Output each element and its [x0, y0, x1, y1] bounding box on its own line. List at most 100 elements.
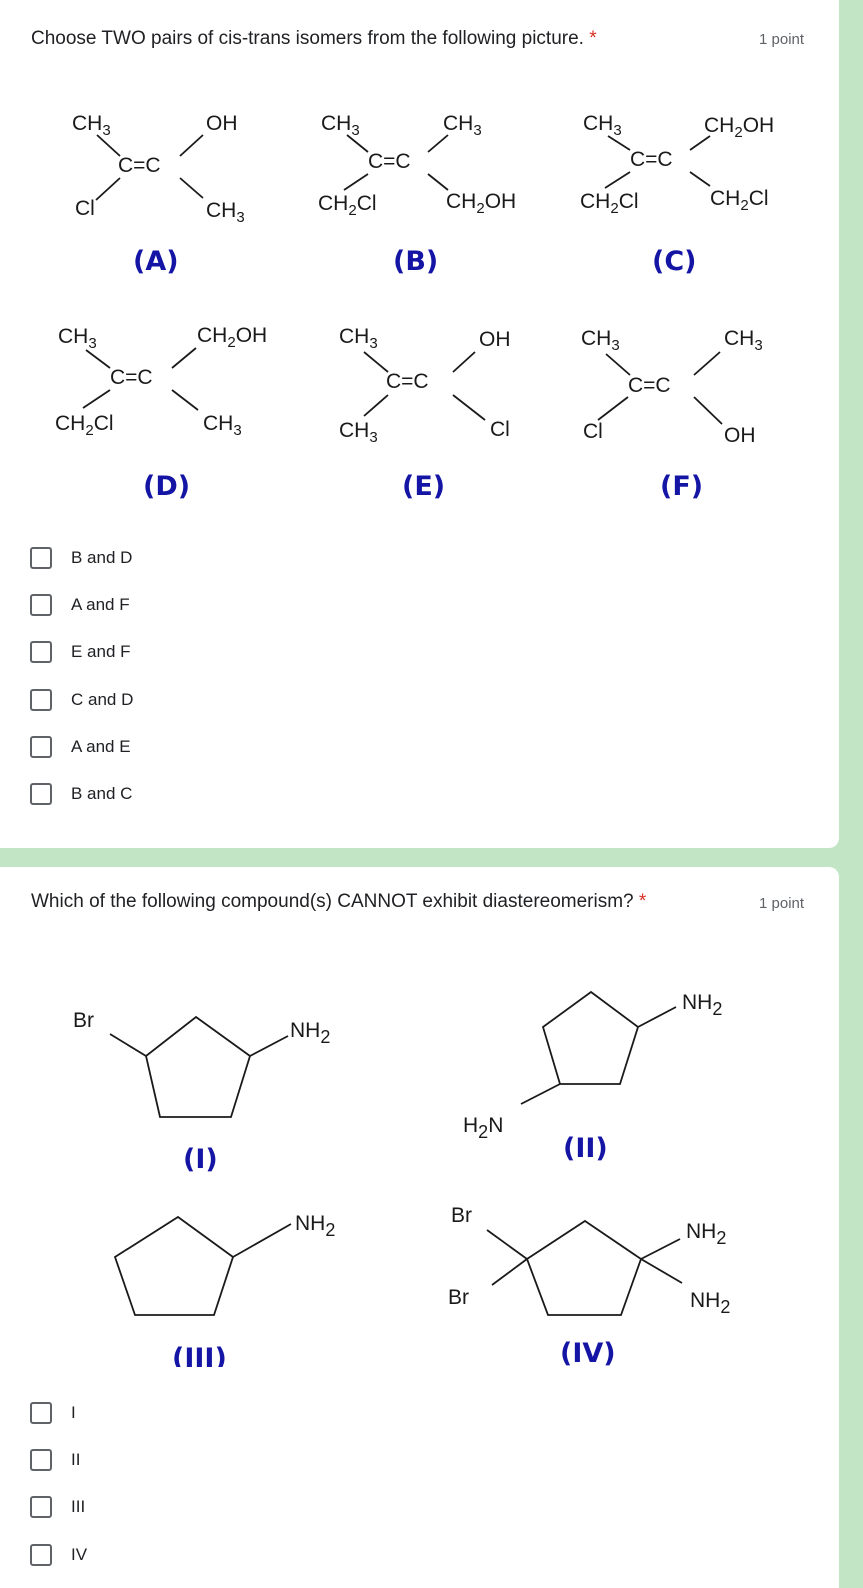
checkbox[interactable]: [30, 593, 52, 616]
svg-text:H2N: H2N: [463, 1114, 503, 1142]
required-indicator: *: [589, 28, 597, 49]
structure-d: CH3 CH2OH CH2Cl CH3 C=C (D): [55, 324, 267, 502]
structure-i: Br NH2 (I): [73, 1009, 330, 1175]
checkbox[interactable]: [30, 1543, 52, 1566]
structure-label-i: (I): [183, 1144, 218, 1175]
svg-text:Cl: Cl: [583, 420, 603, 443]
svg-text:CH2OH: CH2OH: [704, 114, 774, 141]
svg-text:Br: Br: [73, 1009, 94, 1032]
structure-e: CH3 OH CH3 Cl C=C (E): [339, 325, 511, 502]
structure-label-a: (A): [133, 246, 179, 277]
options-list-2: I II III IV: [30, 1389, 87, 1578]
points-label: 1 point: [759, 895, 805, 912]
option-iii[interactable]: III: [30, 1484, 87, 1531]
svg-text:Br: Br: [448, 1286, 469, 1309]
svg-text:NH2: NH2: [682, 991, 722, 1019]
structure-label-d: (D): [143, 471, 190, 502]
option-a-and-f[interactable]: A and F: [30, 581, 133, 628]
structure-label-iv: (IV): [560, 1338, 616, 1367]
double-bond-a: C=C: [118, 154, 161, 177]
svg-text:NH2: NH2: [295, 1212, 335, 1240]
svg-text:Br: Br: [451, 1204, 472, 1227]
svg-text:CH3: CH3: [583, 112, 622, 139]
checkbox[interactable]: [30, 546, 52, 569]
svg-text:CH3: CH3: [339, 325, 378, 352]
svg-text:CH2OH: CH2OH: [197, 324, 267, 351]
diastereomer-structures-image: Br NH2 (I) NH2 H2N (II) NH2 (III) Br: [73, 990, 730, 1367]
option-i[interactable]: I: [30, 1389, 87, 1436]
svg-text:CH2Cl: CH2Cl: [318, 192, 377, 219]
checkbox[interactable]: [30, 688, 52, 711]
option-label: III: [71, 1497, 86, 1517]
question-card-2: Which of the following compound(s) CANNO…: [0, 867, 839, 1588]
substituent-a-top-left: CH3: [72, 112, 111, 139]
svg-text:C=C: C=C: [386, 370, 429, 393]
svg-text:C=C: C=C: [110, 366, 153, 389]
svg-text:NH2: NH2: [686, 1220, 726, 1248]
option-label: A and F: [71, 594, 130, 614]
option-e-and-f[interactable]: E and F: [30, 629, 133, 676]
svg-text:CH3: CH3: [58, 325, 97, 352]
svg-text:NH2: NH2: [690, 1289, 730, 1317]
svg-text:OH: OH: [479, 328, 511, 351]
svg-text:CH2Cl: CH2Cl: [710, 187, 769, 214]
question-title: Which of the following compound(s) CANNO…: [31, 891, 647, 912]
option-label: IV: [71, 1544, 88, 1564]
option-label: B and C: [71, 784, 133, 804]
option-label: B and D: [71, 547, 133, 567]
structure-c: CH3 CH2OH CH2Cl CH2Cl C=C (C): [580, 112, 774, 277]
option-iv[interactable]: IV: [30, 1531, 87, 1578]
svg-text:CH3: CH3: [339, 419, 378, 446]
svg-text:Cl: Cl: [490, 418, 510, 441]
checkbox[interactable]: [30, 1448, 52, 1471]
structure-f: CH3 CH3 Cl OH C=C (F): [581, 327, 763, 502]
structure-iii: NH2 (III): [113, 1212, 335, 1367]
question-title: Choose TWO pairs of cis-trans isomers fr…: [31, 28, 597, 49]
options-list-1: B and D A and F E and F C and D A and E …: [30, 534, 133, 818]
svg-text:OH: OH: [724, 424, 756, 447]
option-label: C and D: [71, 689, 134, 709]
svg-text:CH2OH: CH2OH: [446, 190, 516, 217]
structure-label-c: (C): [652, 246, 697, 277]
structure-iv: Br Br NH2 NH2 (IV): [448, 1204, 730, 1367]
option-b-and-c[interactable]: B and C: [30, 770, 133, 817]
svg-text:CH3: CH3: [321, 112, 360, 139]
svg-text:CH3: CH3: [581, 327, 620, 354]
structure-label-ii: (II): [563, 1133, 608, 1164]
required-indicator: *: [638, 891, 647, 912]
svg-text:CH2Cl: CH2Cl: [55, 412, 114, 439]
structure-label-b: (B): [393, 246, 438, 277]
option-label: II: [71, 1449, 81, 1469]
option-b-and-d[interactable]: B and D: [30, 534, 133, 581]
structure-label-f: (F): [660, 471, 703, 502]
structure-label-iii: (III): [172, 1343, 227, 1367]
svg-text:CH3: CH3: [724, 327, 763, 354]
question-card-1: Choose TWO pairs of cis-trans isomers fr…: [0, 0, 839, 848]
option-label: E and F: [71, 642, 131, 662]
option-a-and-e[interactable]: A and E: [30, 723, 133, 770]
substituent-a-top-right: OH: [206, 112, 238, 135]
checkbox[interactable]: [30, 735, 52, 758]
structure-a: CH3 OH Cl CH3 C=C (A): [72, 112, 245, 277]
option-ii[interactable]: II: [30, 1436, 87, 1483]
isomer-structures-image: CH3 OH Cl CH3 C=C (A) CH3 CH3 CH2Cl CH2O…: [55, 112, 774, 502]
substituent-a-bottom-right: CH3: [206, 199, 245, 226]
structure-ii: NH2 H2N (II): [463, 990, 722, 1164]
checkbox[interactable]: [30, 1496, 52, 1519]
svg-text:C=C: C=C: [368, 150, 411, 173]
checkbox[interactable]: [30, 783, 52, 806]
checkbox[interactable]: [30, 641, 52, 664]
option-label: A and E: [71, 736, 131, 756]
svg-text:C=C: C=C: [628, 374, 671, 397]
option-label: I: [71, 1402, 76, 1422]
checkbox[interactable]: [30, 1401, 52, 1424]
structure-b: CH3 CH3 CH2Cl CH2OH C=C (B): [318, 112, 516, 277]
substituent-a-bottom-left: Cl: [75, 197, 95, 220]
svg-text:C=C: C=C: [630, 148, 673, 171]
points-label: 1 point: [759, 31, 805, 48]
svg-text:CH3: CH3: [443, 112, 482, 139]
option-c-and-d[interactable]: C and D: [30, 676, 133, 723]
structure-label-e: (E): [402, 471, 445, 502]
svg-text:CH3: CH3: [203, 412, 242, 439]
svg-text:CH2Cl: CH2Cl: [580, 190, 639, 217]
